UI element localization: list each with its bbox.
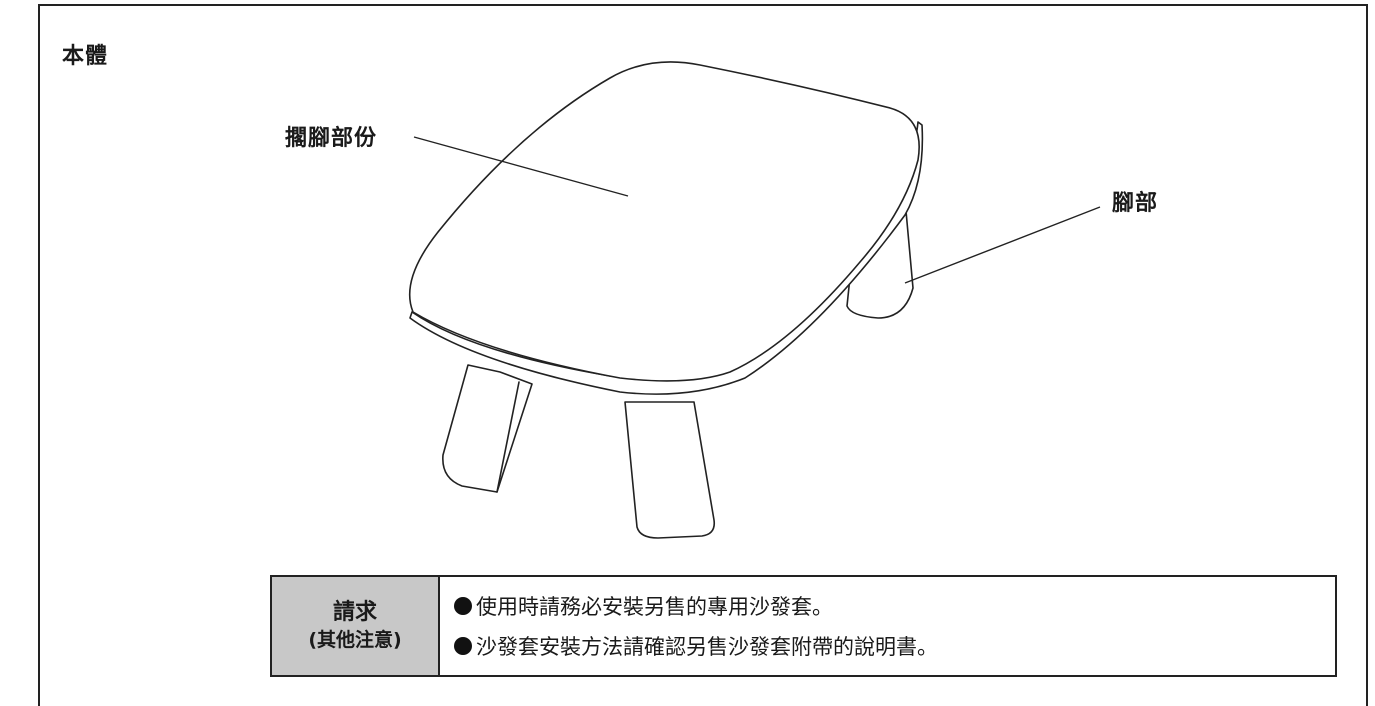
notice-item-text: 沙發套安裝方法請確認另售沙發套附帶的說明書。 <box>476 635 938 659</box>
notice-item: 沙發套安裝方法請確認另售沙發套附帶的說明書。 <box>454 631 1335 661</box>
notice-box: 請求 (其他注意) 使用時請務必安裝另售的專用沙發套。 沙發套安裝方法請確認另售… <box>270 575 1337 677</box>
leader-line-footrest <box>413 136 629 197</box>
cushion-top <box>408 61 920 382</box>
notice-heading: 請求 (其他注意) <box>272 577 440 675</box>
label-footrest: 擱腳部份 <box>285 126 378 151</box>
notice-body: 使用時請務必安裝另售的專用沙發套。 沙發套安裝方法請確認另售沙發套附帶的說明書。 <box>440 577 1335 675</box>
bullet-icon <box>454 637 472 655</box>
front-left-leg <box>442 364 533 493</box>
notice-heading-title: 請求 <box>332 600 377 626</box>
section-title: 本體 <box>62 44 109 69</box>
notice-heading-subtitle: (其他注意) <box>308 628 402 651</box>
label-leg: 腳部 <box>1112 191 1159 216</box>
notice-item-text: 使用時請務必安裝另售的專用沙發套。 <box>476 595 833 619</box>
leader-line-leg <box>904 206 1101 284</box>
bullet-icon <box>454 597 472 615</box>
front-middle-leg <box>624 401 716 539</box>
back-right-leg <box>846 199 914 319</box>
content-frame <box>38 4 1368 706</box>
notice-item: 使用時請務必安裝另售的專用沙發套。 <box>454 591 1335 621</box>
